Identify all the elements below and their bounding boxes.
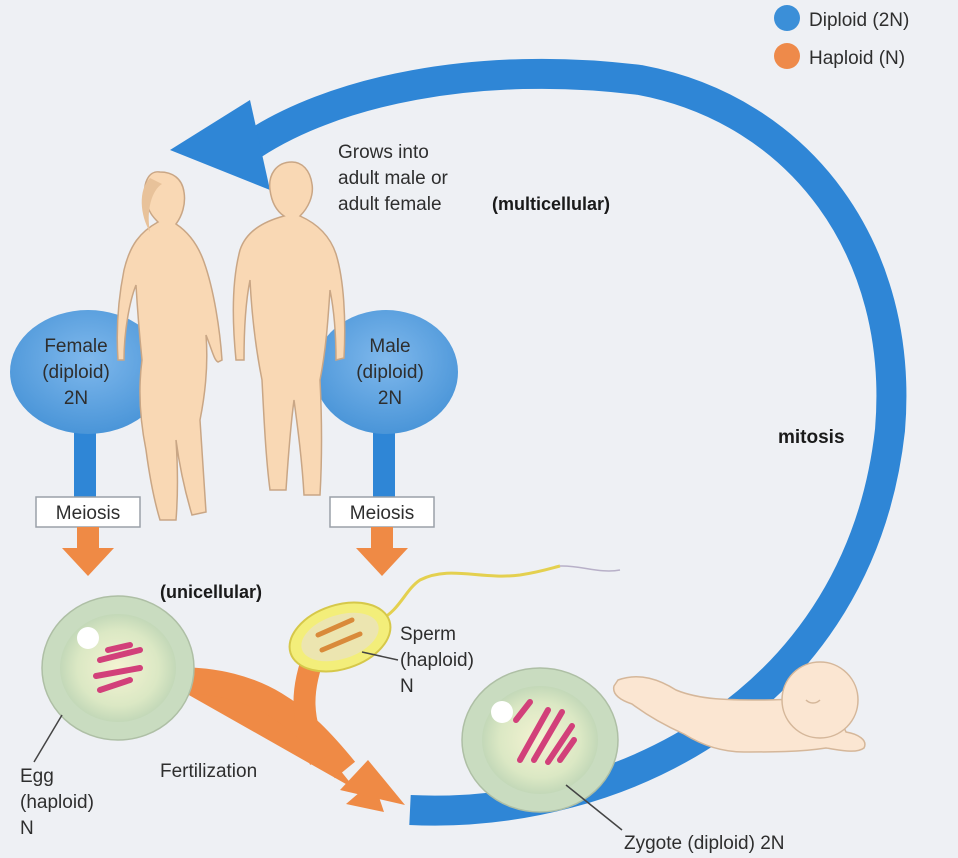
female-stem — [74, 415, 96, 500]
egg-nucleolus — [77, 627, 99, 649]
sperm-pointer — [361, 651, 399, 661]
male-label-line-2: (diploid) — [356, 362, 424, 383]
male-stem — [373, 415, 395, 500]
female-diploid-blob: Female (diploid) 2N — [10, 310, 166, 434]
zygote-nucleolus — [491, 701, 513, 723]
female-label-line-1: Female — [44, 336, 107, 357]
meiosis-arrow-right — [356, 527, 408, 576]
meiosis-right-label: Meiosis — [350, 503, 414, 524]
male-label-line-1: Male — [369, 336, 410, 357]
meiosis-left-label: Meiosis — [56, 503, 120, 524]
mitosis-cycle-arrow — [170, 58, 907, 826]
sperm-chromosomes — [315, 617, 363, 653]
grows-into-line-3: adult female — [338, 194, 442, 215]
female-label-line-3: 2N — [64, 388, 88, 409]
legend: Diploid (2N) Haploid (N) — [774, 5, 909, 69]
meiosis-arrow-left — [62, 527, 114, 576]
meiosis-box-right: Meiosis — [329, 496, 435, 528]
sperm-cell — [288, 564, 621, 673]
egg-label-line-1: Egg — [20, 766, 54, 787]
male-label-line-3: 2N — [378, 388, 402, 409]
zygote-label: Zygote (diploid) 2N — [624, 833, 785, 854]
egg-label-line-2: (haploid) — [20, 792, 94, 813]
haploid-legend-swatch — [774, 43, 800, 69]
egg-cell — [41, 595, 195, 741]
fertilization-arrow — [174, 645, 405, 812]
male-diploid-blob: Male (diploid) 2N — [314, 310, 458, 434]
fertilization-label: Fertilization — [160, 761, 257, 782]
grows-into-line-2: adult male or — [338, 168, 449, 189]
zygote-pointer — [565, 784, 623, 831]
zygote-chromosomes — [513, 699, 577, 765]
egg-chromosomes — [93, 642, 143, 693]
sperm-label-line-3: N — [400, 676, 414, 697]
adult-male-figure — [232, 161, 346, 496]
haploid-legend-label: Haploid (N) — [809, 48, 905, 69]
zygote-cell — [461, 667, 619, 813]
adult-female-figure — [116, 171, 223, 521]
grows-into-line-1: Grows into — [338, 142, 429, 163]
mitosis-label: mitosis — [778, 427, 845, 448]
egg-pointer — [33, 714, 63, 763]
meiosis-box-left: Meiosis — [35, 496, 141, 528]
multicellular-label: (multicellular) — [492, 194, 610, 214]
sperm-label-line-1: Sperm — [400, 624, 456, 645]
unicellular-label: (unicellular) — [160, 582, 262, 602]
female-label-line-2: (diploid) — [42, 362, 110, 383]
sperm-label-line-2: (haploid) — [400, 650, 474, 671]
egg-label-line-3: N — [20, 818, 34, 839]
baby-figure — [612, 661, 866, 753]
grows-into-caption: Grows into adult male or adult female — [338, 142, 449, 215]
diploid-legend-label: Diploid (2N) — [809, 10, 909, 31]
diploid-legend-swatch — [774, 5, 800, 31]
